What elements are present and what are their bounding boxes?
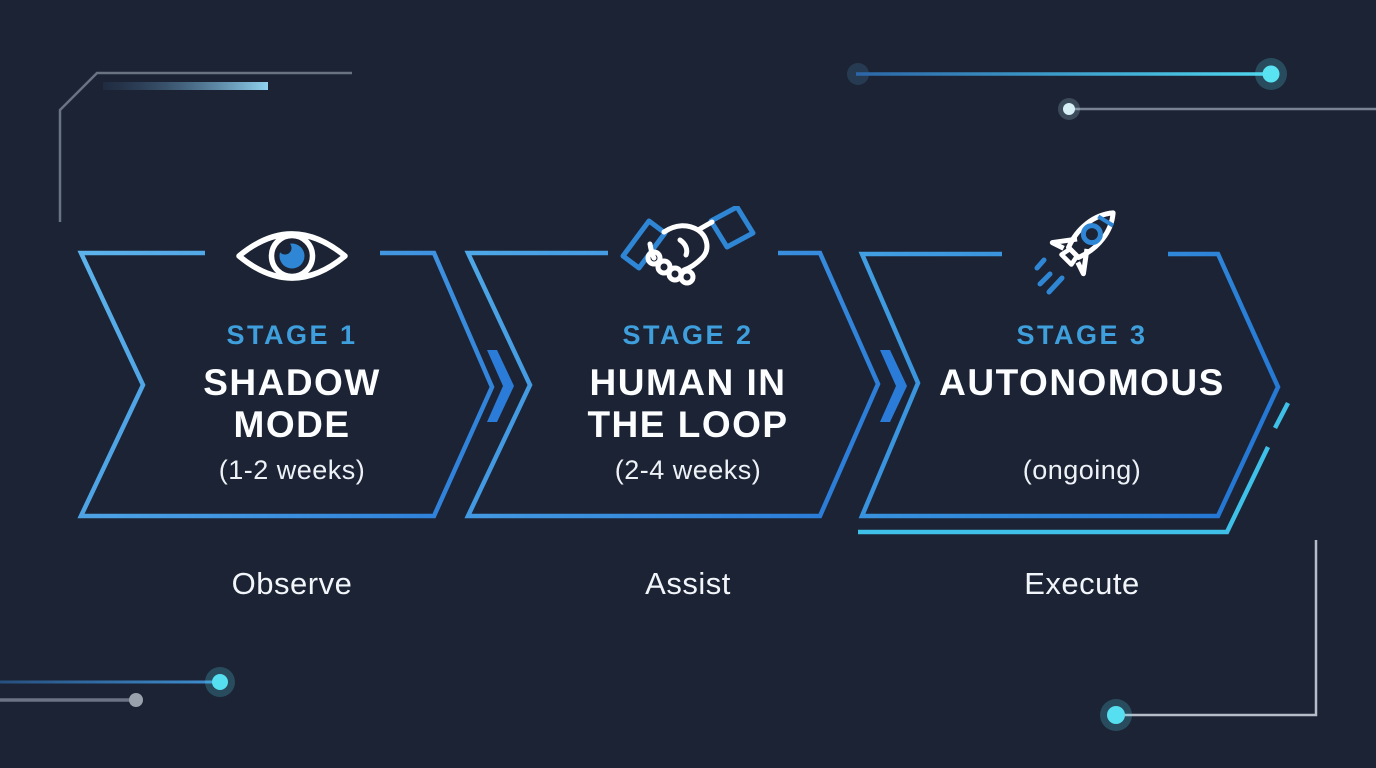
stage-label: STAGE 2 [622,320,754,350]
stage-duration: (ongoing) [1022,455,1142,485]
stage-title: SHADOW MODE [122,362,462,446]
stage-title-line: SHADOW [203,362,381,403]
decor-top-left-corner [58,71,352,222]
stage-title: AUTONOMOUS [912,362,1252,404]
stage-3-chevron-shape [858,251,1281,519]
stage-action: Execute [1024,566,1140,601]
stage-1-chevron-shape [77,250,495,519]
eye-icon [236,231,348,281]
stage-title-line: THE LOOP [587,404,789,445]
decor-gradient-bar [103,82,268,90]
stage-action: Assist [645,566,731,601]
stage-action: Observe [231,566,353,601]
stage-title-line: MODE [233,404,351,445]
decor-bottom-right-corner [1100,540,1318,731]
rocket-speed-lines [1034,257,1065,295]
handshake-icon [620,206,756,286]
stage-title-line: HUMAN IN [589,362,787,403]
stage-3-block: STAGE 3 AUTONOMOUS (ongoing) Execute [912,0,1252,768]
dot-icon [1063,103,1075,115]
stage-duration: (2-4 weeks) [614,455,762,485]
stage-2-chevron-shape [464,250,881,519]
stage-2-block: STAGE 2 HUMAN IN THE LOOP (2-4 weeks) As… [518,0,858,768]
rocket-icon [1034,210,1116,295]
chevron-separator-icon [487,350,514,422]
chevron-separator-icon [880,350,907,422]
glow-dot-icon [1107,706,1125,724]
stage-label: STAGE 1 [226,320,358,350]
glow-dot-icon [212,674,228,690]
stage-1-block: STAGE 1 SHADOW MODE (1-2 weeks) Observe [122,0,462,768]
stage-title: HUMAN IN THE LOOP [518,362,858,446]
stage-duration: (1-2 weeks) [218,455,366,485]
decor-bottom-left-lines [0,667,235,707]
stage-title-line: AUTONOMOUS [939,362,1225,403]
decor-top-right-lines [847,58,1376,120]
stage-3-echo-lines [858,401,1290,535]
stage-label: STAGE 3 [1016,320,1148,350]
glow-dot-icon [1262,65,1280,83]
dot-icon [129,693,143,707]
